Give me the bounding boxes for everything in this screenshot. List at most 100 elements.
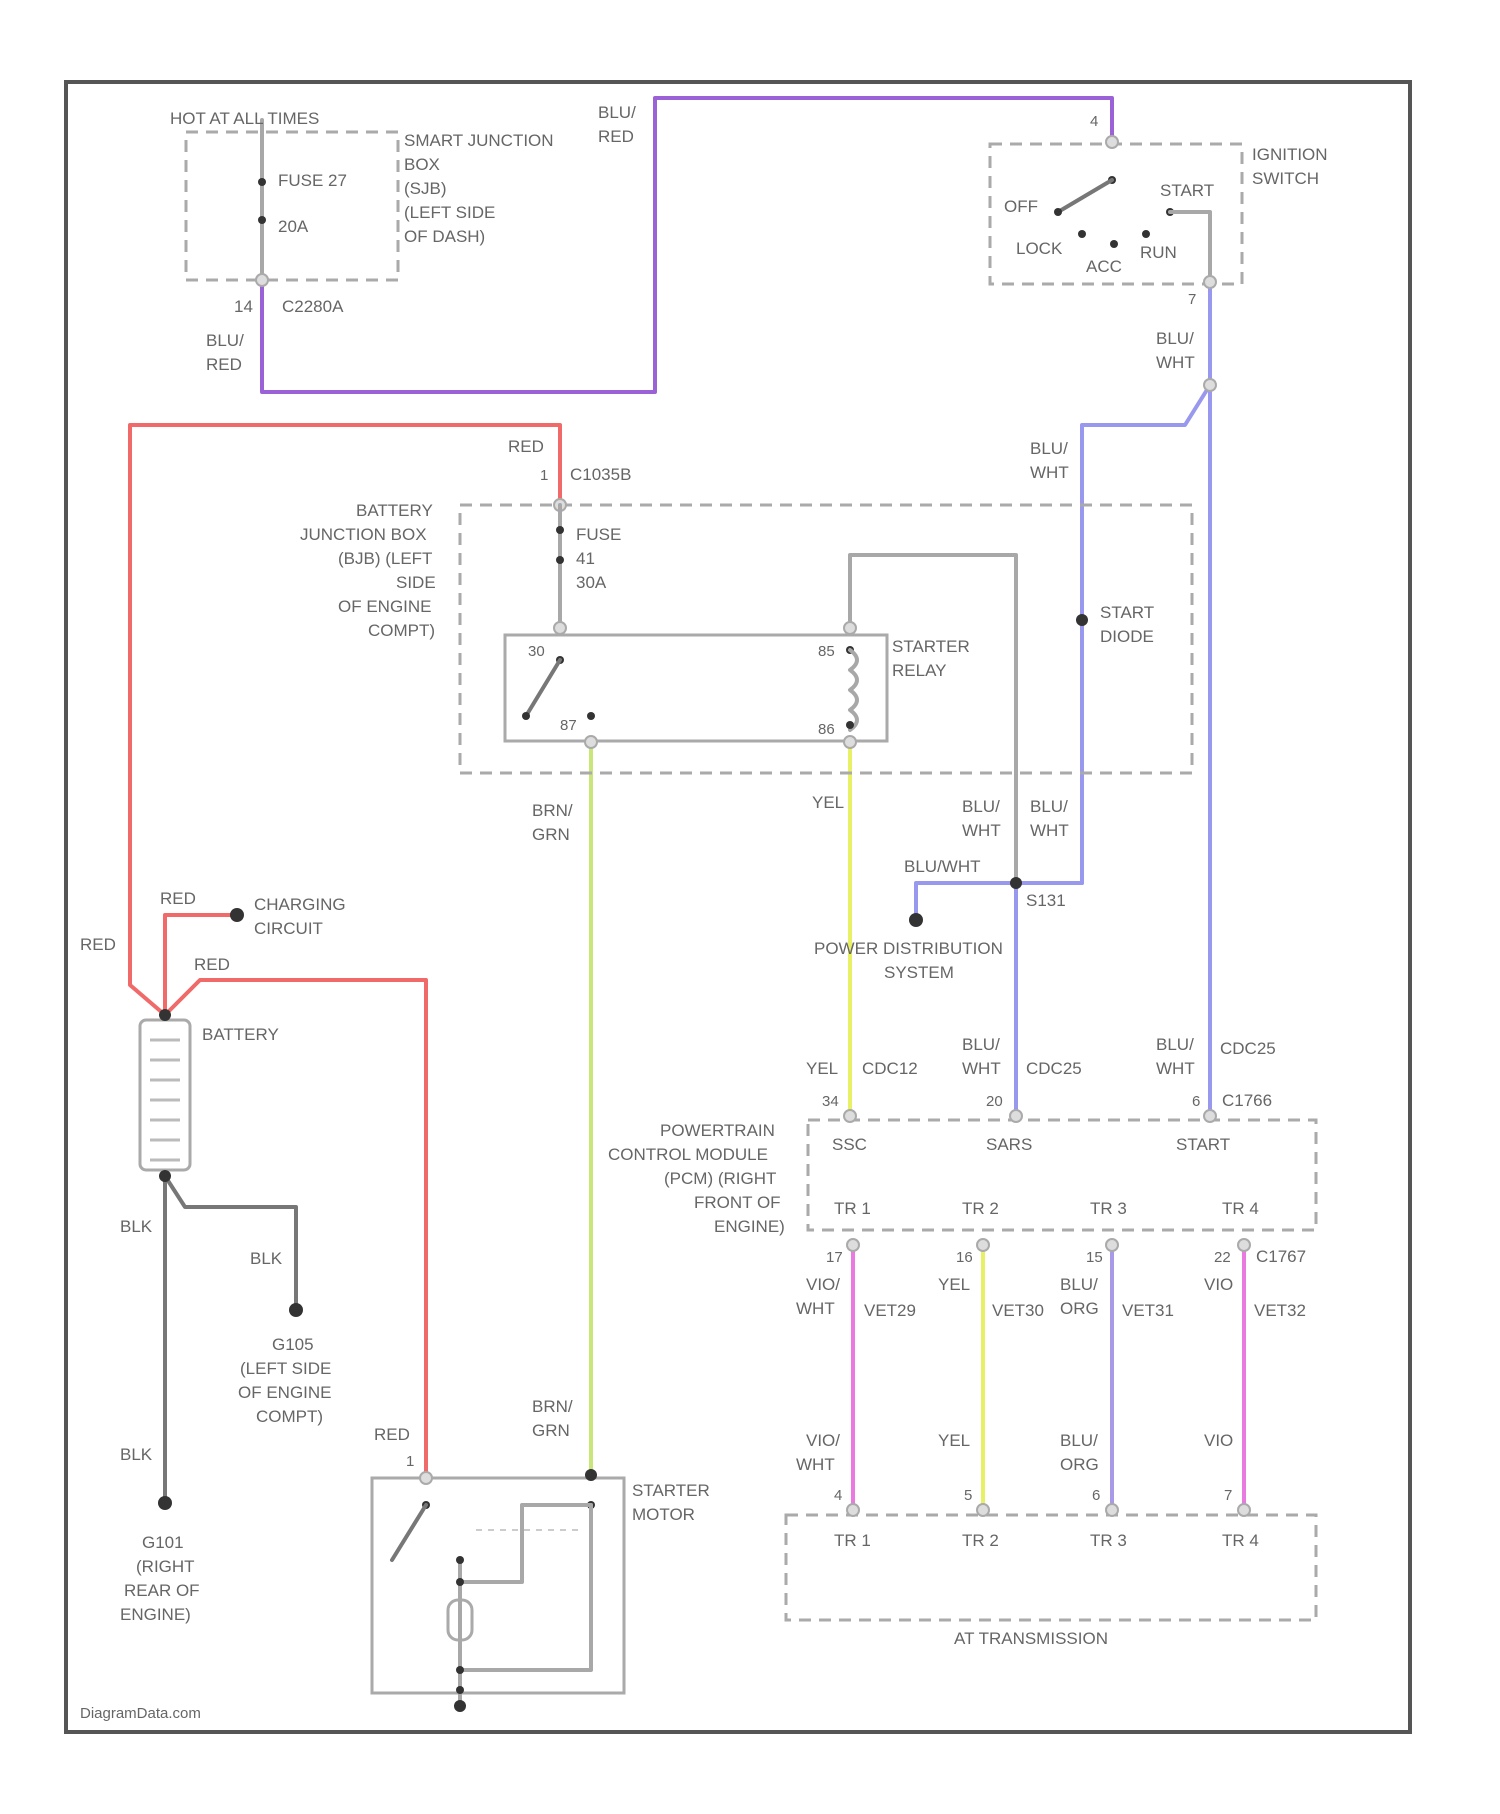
svg-text:WHT: WHT <box>962 1059 1001 1078</box>
wire-label-blu-red-left: BLU/ RED <box>206 331 244 374</box>
svg-text:VIO/: VIO/ <box>806 1431 840 1450</box>
label-cdc25-sars: CDC25 <box>1026 1059 1082 1078</box>
label-fuse-27-amp: 20A <box>278 217 309 236</box>
label-battery: BATTERY <box>202 1025 279 1044</box>
svg-text:41: 41 <box>576 549 595 568</box>
svg-text:POWER DISTRIBUTION: POWER DISTRIBUTION <box>814 939 1003 958</box>
label-vet30: VET30 <box>992 1301 1044 1320</box>
charging-circuit-terminal <box>230 908 244 922</box>
label-hot-at-all-times: HOT AT ALL TIMES <box>170 109 319 128</box>
svg-text:BATTERY: BATTERY <box>356 501 433 520</box>
label-lock: LOCK <box>1016 239 1063 258</box>
label-pcm-pin-ssc: 34 <box>822 1093 839 1110</box>
label-starter-relay: STARTER RELAY <box>892 637 970 680</box>
splice-s131 <box>1010 877 1022 889</box>
wire-label-yel-tr2-top: YEL <box>938 1275 970 1294</box>
label-pcm-start: START <box>1176 1135 1230 1154</box>
watermark: DiagramData.com <box>80 1705 201 1722</box>
label-pcm-tr3: TR 3 <box>1090 1199 1127 1218</box>
label-trans-pin-1: 4 <box>834 1487 842 1504</box>
svg-text:(PCM) (RIGHT: (PCM) (RIGHT <box>664 1169 776 1188</box>
wire-label-vio-bottom: VIO <box>1204 1431 1233 1450</box>
label-pcm-tr-pin-1: 17 <box>826 1249 843 1266</box>
label-pcm-ssc: SSC <box>832 1135 867 1154</box>
svg-text:START: START <box>1100 603 1154 622</box>
label-start-position: START <box>1160 181 1214 200</box>
label-trans-pin-4: 7 <box>1224 1487 1232 1504</box>
svg-text:BLU/: BLU/ <box>1060 1431 1098 1450</box>
label-pcm: POWERTRAIN CONTROL MODULE (PCM) (RIGHT F… <box>608 1121 785 1236</box>
label-c1035b-pin: 1 <box>540 467 548 484</box>
label-starter-motor: STARTER MOTOR <box>632 1481 710 1524</box>
label-fuse-41: FUSE 41 30A <box>576 525 621 592</box>
label-acc: ACC <box>1086 257 1122 276</box>
label-vet29: VET29 <box>864 1301 916 1320</box>
svg-text:POWERTRAIN: POWERTRAIN <box>660 1121 775 1140</box>
svg-text:RED: RED <box>206 355 242 374</box>
svg-text:BLU/: BLU/ <box>1060 1275 1098 1294</box>
wire-red-battery-bjb <box>130 425 560 1015</box>
svg-text:BLU/: BLU/ <box>1156 329 1194 348</box>
svg-text:BRN/: BRN/ <box>532 801 573 820</box>
svg-text:STARTER: STARTER <box>892 637 970 656</box>
svg-text:REAR OF: REAR OF <box>124 1581 200 1600</box>
label-trans-tr2: TR 2 <box>962 1531 999 1550</box>
svg-text:30A: 30A <box>576 573 607 592</box>
svg-text:BOX: BOX <box>404 155 440 174</box>
label-trans-tr4: TR 4 <box>1222 1531 1259 1550</box>
label-pcm-tr1: TR 1 <box>834 1199 871 1218</box>
svg-text:BLU/: BLU/ <box>1030 797 1068 816</box>
wire-label-red-left: RED <box>80 935 116 954</box>
wire-label-blu-org-bottom: BLU/ ORG <box>1060 1431 1099 1474</box>
label-off: OFF <box>1004 197 1038 216</box>
label-pcm-tr2: TR 2 <box>962 1199 999 1218</box>
wire-label-yel-top: YEL <box>812 793 844 812</box>
starter-motor <box>372 1469 624 1712</box>
svg-text:FUSE: FUSE <box>576 525 621 544</box>
svg-text:FRONT OF: FRONT OF <box>694 1193 781 1212</box>
svg-text:GRN: GRN <box>532 1421 570 1440</box>
start-diode <box>1076 614 1088 626</box>
wire-label-brn-grn-top: BRN/ GRN <box>532 801 573 844</box>
svg-text:COMPT): COMPT) <box>256 1407 323 1426</box>
label-ignition-switch: IGNITION SWITCH <box>1252 145 1328 188</box>
svg-text:(LEFT SIDE: (LEFT SIDE <box>240 1359 331 1378</box>
wire-label-blk-left: BLK <box>120 1217 153 1236</box>
svg-text:OF ENGINE: OF ENGINE <box>338 597 432 616</box>
svg-text:CIRCUIT: CIRCUIT <box>254 919 323 938</box>
label-at-transmission: AT TRANSMISSION <box>954 1629 1108 1648</box>
label-g101: G101 (RIGHT REAR OF ENGINE) <box>120 1533 200 1624</box>
svg-text:BRN/: BRN/ <box>532 1397 573 1416</box>
svg-text:IGNITION: IGNITION <box>1252 145 1328 164</box>
svg-text:BLU/: BLU/ <box>1030 439 1068 458</box>
label-vet32: VET32 <box>1254 1301 1306 1320</box>
power-distribution-terminal <box>909 913 923 927</box>
svg-text:ORG: ORG <box>1060 1299 1099 1318</box>
smart-junction-box <box>186 132 398 280</box>
svg-text:(SJB): (SJB) <box>404 179 447 198</box>
label-c1766: C1766 <box>1222 1091 1272 1110</box>
svg-text:MOTOR: MOTOR <box>632 1505 695 1524</box>
svg-text:WHT: WHT <box>1156 1059 1195 1078</box>
label-run: RUN <box>1140 243 1177 262</box>
ground-g105 <box>289 1303 303 1317</box>
label-c1767: C1767 <box>1256 1247 1306 1266</box>
wire-label-blk-g105: BLK <box>250 1249 283 1268</box>
svg-text:SYSTEM: SYSTEM <box>884 963 954 982</box>
label-pcm-tr4: TR 4 <box>1222 1199 1259 1218</box>
wire-label-yel-tr2-bottom: YEL <box>938 1431 970 1450</box>
label-cdc25-start: CDC25 <box>1220 1039 1276 1058</box>
label-smart-junction-box: SMART JUNCTION BOX (SJB) (LEFT SIDE OF D… <box>404 131 554 246</box>
svg-text:STARTER: STARTER <box>632 1481 710 1500</box>
label-pcm-pin-sars: 20 <box>986 1093 1003 1110</box>
label-pcm-tr-pin-3: 15 <box>1086 1249 1103 1266</box>
wire-label-blu-wht-ign: BLU/ WHT <box>1156 329 1195 372</box>
svg-text:(BJB) (LEFT: (BJB) (LEFT <box>338 549 432 568</box>
label-trans-tr1: TR 1 <box>834 1531 871 1550</box>
label-c2280a-pin: 14 <box>234 297 253 316</box>
wire-label-blu-wht-sars: BLU/ WHT <box>962 1035 1001 1078</box>
label-s131: S131 <box>1026 891 1066 910</box>
label-charging-circuit: CHARGING CIRCUIT <box>254 895 346 938</box>
svg-text:BLU/: BLU/ <box>598 103 636 122</box>
